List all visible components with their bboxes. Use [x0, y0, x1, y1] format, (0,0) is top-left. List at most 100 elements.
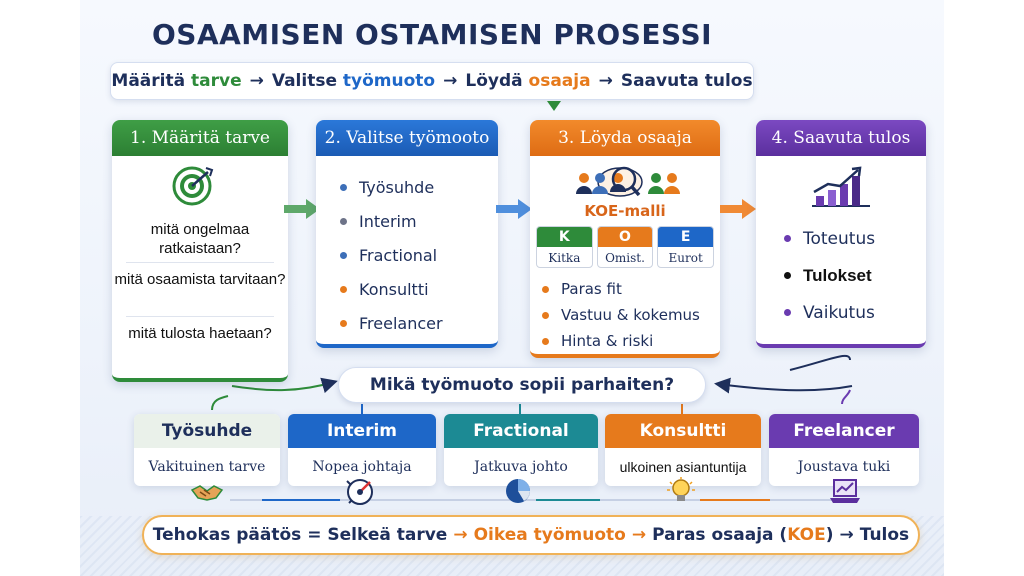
option-description: Nopea johtaja	[312, 459, 412, 475]
page-title: OSAAMISEN OSTAMISEN PROSESSI	[151, 18, 713, 51]
option-card-konsultti: Konsultti ulkoinen asiantuntija	[605, 414, 761, 486]
list-item: Toteutus	[784, 220, 875, 257]
formula-text: Tulos	[859, 525, 910, 545]
list-item: Fractional	[340, 238, 443, 272]
bullet-icon	[340, 183, 347, 191]
flow-word: Saavuta tulos	[620, 71, 753, 91]
bullet-icon	[340, 251, 347, 259]
list-item-label: Vastuu & kokemus	[561, 306, 700, 324]
divider	[126, 316, 274, 317]
koe-letter: K	[537, 227, 592, 247]
bullet-icon	[542, 311, 549, 319]
question-text: mitä ongelmaa ratkaistaan?	[150, 221, 250, 257]
arrow-right-icon: →	[249, 71, 264, 91]
option-card-freelancer: Freelancer Joustava tuki	[769, 414, 919, 486]
flow-word: Löydä	[465, 71, 523, 91]
step-title: 2. Valitse työmooto	[316, 120, 498, 156]
koe-letter: E	[658, 227, 714, 247]
step-card-choose-work-model: 2. Valitse työmooto Työsuhde Interim Fra…	[316, 120, 498, 348]
bullet-icon	[340, 217, 347, 225]
target-icon	[172, 166, 214, 206]
option-description: ulkoinen asiantuntija	[619, 459, 747, 475]
work-model-list: Työsuhde Interim Fractional Konsultti Fr…	[340, 170, 443, 340]
formula-text: Tehokas päätös = Selkeä tarve	[152, 525, 448, 545]
bullet-icon	[542, 337, 549, 345]
formula-text: )	[825, 525, 834, 545]
arrow-right-icon	[496, 199, 532, 219]
list-item-label: Konsultti	[359, 279, 429, 299]
formula-text: Paras osaaja (	[652, 525, 788, 545]
step-card-achieve-result: 4. Saavuta tulos Toteutus Tulokset Vaiku…	[756, 120, 926, 348]
koe-box-k: K Kitka	[536, 226, 593, 268]
result-list: Toteutus Tulokset Vaikutus	[784, 220, 875, 331]
option-title: Freelancer	[769, 414, 919, 448]
list-item-label: Vaikutus	[803, 302, 875, 323]
growth-chart-icon	[812, 166, 870, 207]
koe-model-title: KOE-malli	[584, 202, 666, 220]
list-item-label: Paras fit	[561, 280, 622, 298]
list-item: Freelancer	[340, 306, 443, 340]
koe-box-o: O Omist.	[596, 226, 654, 268]
flow-word: osaaja	[528, 71, 591, 91]
list-item: Interim	[340, 204, 443, 238]
list-item-label: Hinta & riski	[561, 332, 654, 350]
bullet-icon	[784, 235, 791, 242]
list-item: Hinta & riski	[542, 328, 700, 354]
handshake-icon	[190, 485, 224, 501]
process-flow-bar: Määritä tarve → Valitse työmuoto → Löydä…	[110, 62, 754, 100]
option-card-interim: Interim Nopea johtaja	[288, 414, 436, 486]
bullet-icon	[340, 319, 347, 327]
option-description: Jatkuva johto	[474, 459, 568, 475]
list-item: Paras fit	[542, 276, 700, 302]
central-question: Mikä työmuoto sopii parhaiten?	[338, 367, 706, 403]
list-item: Tulokset	[784, 257, 875, 294]
list-item: Vastuu & kokemus	[542, 302, 700, 328]
option-title: Fractional	[444, 414, 598, 448]
arrow-right-icon: →	[598, 71, 613, 91]
flow-word: tarve	[191, 71, 242, 91]
selection-criteria-list: Paras fit Vastuu & kokemus Hinta & riski	[542, 276, 700, 354]
list-item-label: Freelancer	[359, 313, 443, 333]
bullet-icon	[340, 285, 347, 293]
list-item: Työsuhde	[340, 170, 443, 204]
flow-word: Määritä	[111, 71, 186, 91]
bullet-icon	[784, 309, 791, 316]
question-text: mitä osaamista tarvitaan?	[114, 271, 286, 288]
divider	[126, 262, 274, 263]
list-item: Vaikutus	[784, 294, 875, 331]
step-title: 1. Määritä tarve	[112, 120, 288, 156]
option-title: Konsultti	[605, 414, 761, 448]
step-card-define-need: 1. Määritä tarve mitä ongelmaa ratkaista…	[112, 120, 288, 382]
pie-chart-icon	[506, 479, 530, 503]
formula-bar: Tehokas päätös = Selkeä tarve → Oikea ty…	[142, 515, 920, 555]
koe-word: Omist.	[605, 250, 645, 265]
formula-text: KOE	[787, 525, 826, 545]
list-item: Konsultti	[340, 272, 443, 306]
list-item-label: Interim	[359, 211, 417, 231]
arrow-right-icon: →	[443, 71, 458, 91]
arrow-right-icon	[284, 199, 320, 219]
question-text: mitä tulosta haetaan?	[128, 325, 272, 342]
koe-word: Kitka	[548, 250, 581, 265]
arrow-right-icon	[720, 199, 756, 219]
arrow-right-icon: →	[631, 525, 647, 545]
lightbulb-icon	[667, 477, 695, 501]
laptop-icon	[830, 479, 860, 503]
arrow-right-icon: →	[839, 525, 854, 545]
list-item-label: Fractional	[359, 245, 438, 265]
list-item-label: Toteutus	[803, 228, 876, 249]
koe-word: Eurot	[668, 250, 703, 265]
step-card-find-expert: 3. Löyda osaaja KOE-malli K Kitka O Omis…	[530, 120, 720, 358]
option-card-fractional: Fractional Jatkuva johto	[444, 414, 598, 486]
bullet-icon	[784, 272, 791, 279]
list-item-label: Työsuhde	[359, 177, 435, 197]
pointer-down-icon	[547, 101, 561, 111]
people-search-icon	[576, 166, 680, 197]
option-description: Joustava tuki	[797, 459, 891, 475]
flow-word: Valitse	[271, 71, 337, 91]
arrow-right-icon: →	[453, 525, 468, 545]
koe-box-e: E Eurot	[657, 226, 715, 268]
flow-word: työmuoto	[342, 71, 436, 91]
bullet-icon	[542, 285, 549, 293]
option-card-tyosuhde: Työsuhde Vakituinen tarve	[134, 414, 280, 486]
